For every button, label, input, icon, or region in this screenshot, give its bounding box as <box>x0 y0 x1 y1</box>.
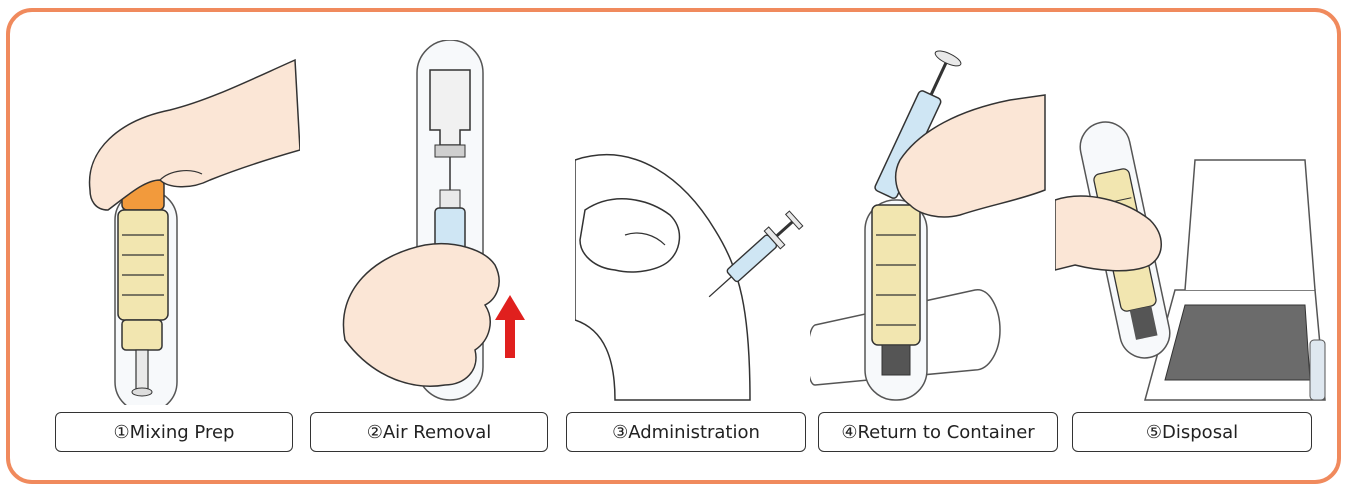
return-to-container-icon <box>810 40 1050 405</box>
step-3-illustration <box>575 40 825 405</box>
step-1-label: ①Mixing Prep <box>55 412 293 452</box>
up-arrow-icon <box>495 295 525 358</box>
mixing-prep-icon <box>50 40 300 405</box>
step-4-illustration <box>810 40 1050 405</box>
disposal-box-icon <box>1055 40 1335 405</box>
step-4-label: ④Return to Container <box>818 412 1058 452</box>
step-5-illustration <box>1055 40 1340 405</box>
air-removal-icon <box>335 40 565 405</box>
step-2-label: ②Air Removal <box>310 412 548 452</box>
administration-icon <box>575 40 825 405</box>
step-1-illustration <box>50 40 300 405</box>
step-5-label: ⑤Disposal <box>1072 412 1312 452</box>
step-2-illustration <box>335 40 565 405</box>
step-3-label: ③Administration <box>566 412 806 452</box>
